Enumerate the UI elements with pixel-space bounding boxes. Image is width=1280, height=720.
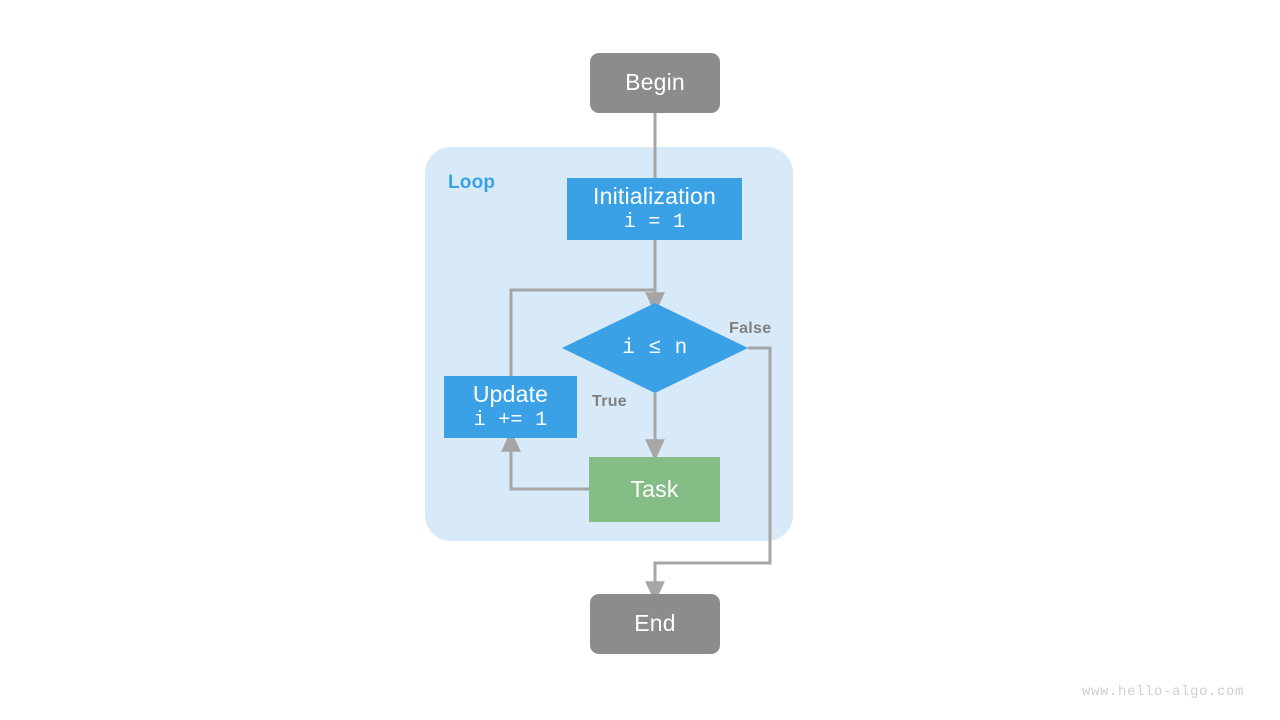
edge-label-true: True: [592, 393, 627, 410]
loop-group-label: Loop: [448, 172, 496, 193]
node-begin: Begin: [590, 53, 720, 113]
edge-update-to-condition: [509, 288, 655, 376]
watermark: www.hello-algo.com: [1081, 684, 1244, 700]
node-condition-code: i ≤ n: [622, 336, 688, 360]
node-condition: i ≤ n: [562, 303, 748, 393]
node-initialization-code: i = 1: [623, 210, 686, 234]
node-initialization: Initialization i = 1: [567, 178, 742, 240]
node-task: Task: [589, 457, 720, 522]
node-update-code: i += 1: [473, 408, 548, 432]
edge-task-to-update: [501, 430, 589, 491]
node-task-title: Task: [630, 475, 679, 502]
edge-label-false: False: [729, 320, 772, 337]
node-end: End: [590, 594, 720, 654]
edge-condition-false-to-end: [645, 346, 772, 603]
node-end-title: End: [634, 610, 676, 637]
node-update-title: Update: [472, 380, 549, 407]
node-initialization-title: Initialization: [593, 182, 716, 209]
node-update: Update i += 1: [444, 376, 577, 438]
node-begin-title: Begin: [625, 69, 685, 96]
